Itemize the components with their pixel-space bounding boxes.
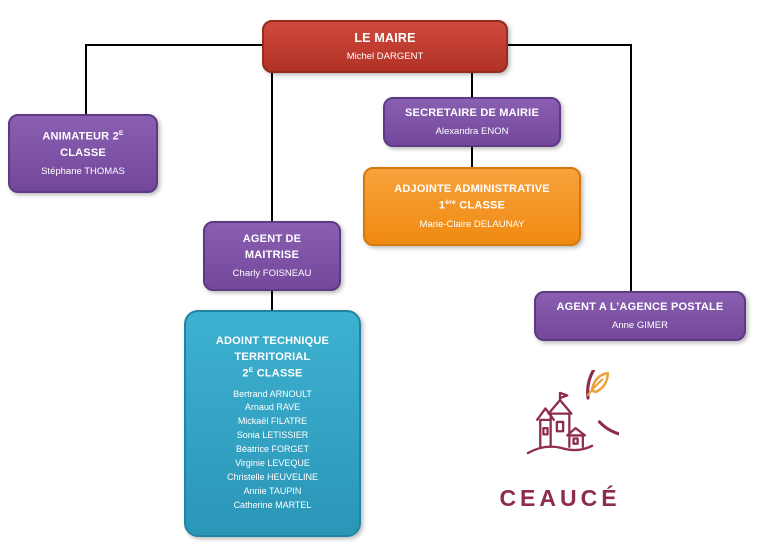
node-person: Michel DARGENT [346, 51, 424, 63]
node-secretaire: SECRETAIRE DE MAIRIE Alexandra ENON [383, 97, 561, 147]
node-person: Stéphane THOMAS [41, 165, 125, 177]
member-list: Bertrand ARNOULT Arnaud RAVE Mickaël FILAT… [227, 388, 318, 513]
node-person: Marie-Claire DELAUNAY [419, 218, 525, 230]
node-title: SECRETAIRE DE MAIRIE [405, 106, 539, 119]
logo-wordmark: CEAUCÉ [499, 485, 621, 511]
node-title: LE MAIRE [354, 31, 416, 46]
castle-logo-icon [526, 346, 677, 455]
superscript: E [118, 130, 124, 138]
node-maire: LE MAIRE Michel DARGENT [262, 20, 508, 73]
member-name: Bertrand ARNOULT [233, 388, 312, 399]
member-name: Sonia LETISSIER [236, 430, 309, 441]
member-name: Mickaël FILATRE [237, 416, 308, 427]
connector-line [471, 145, 473, 168]
connector-line [630, 44, 632, 292]
connector-line [471, 72, 473, 98]
connector-line [85, 44, 87, 115]
node-person: Charly FOISNEAU [232, 267, 312, 279]
node-postale: AGENT A L’AGENCE POSTALE Anne GIMER [534, 291, 746, 341]
superscript: E [248, 366, 254, 374]
connector-line [271, 289, 273, 311]
node-title: AGENT A L’AGENCE POSTALE [556, 300, 724, 313]
connector-line [85, 44, 265, 46]
member-name: Catherine MARTEL [233, 500, 312, 511]
node-person: Alexandra ENON [435, 125, 509, 137]
member-name: Christelle HEUVELINE [226, 472, 319, 483]
connector-line [271, 44, 273, 222]
member-name: Virginie LEVEQUE [235, 458, 310, 469]
member-name: Arnaud RAVE [244, 402, 301, 413]
ceauce-logo: CEAUCÉ [492, 346, 677, 512]
connector-line [505, 44, 632, 46]
member-name: Annie TAUPIN [243, 486, 302, 497]
member-name: Béatrice FORGET [235, 444, 309, 455]
node-person: Anne GIMER [612, 319, 668, 331]
superscript: ère [445, 199, 457, 206]
